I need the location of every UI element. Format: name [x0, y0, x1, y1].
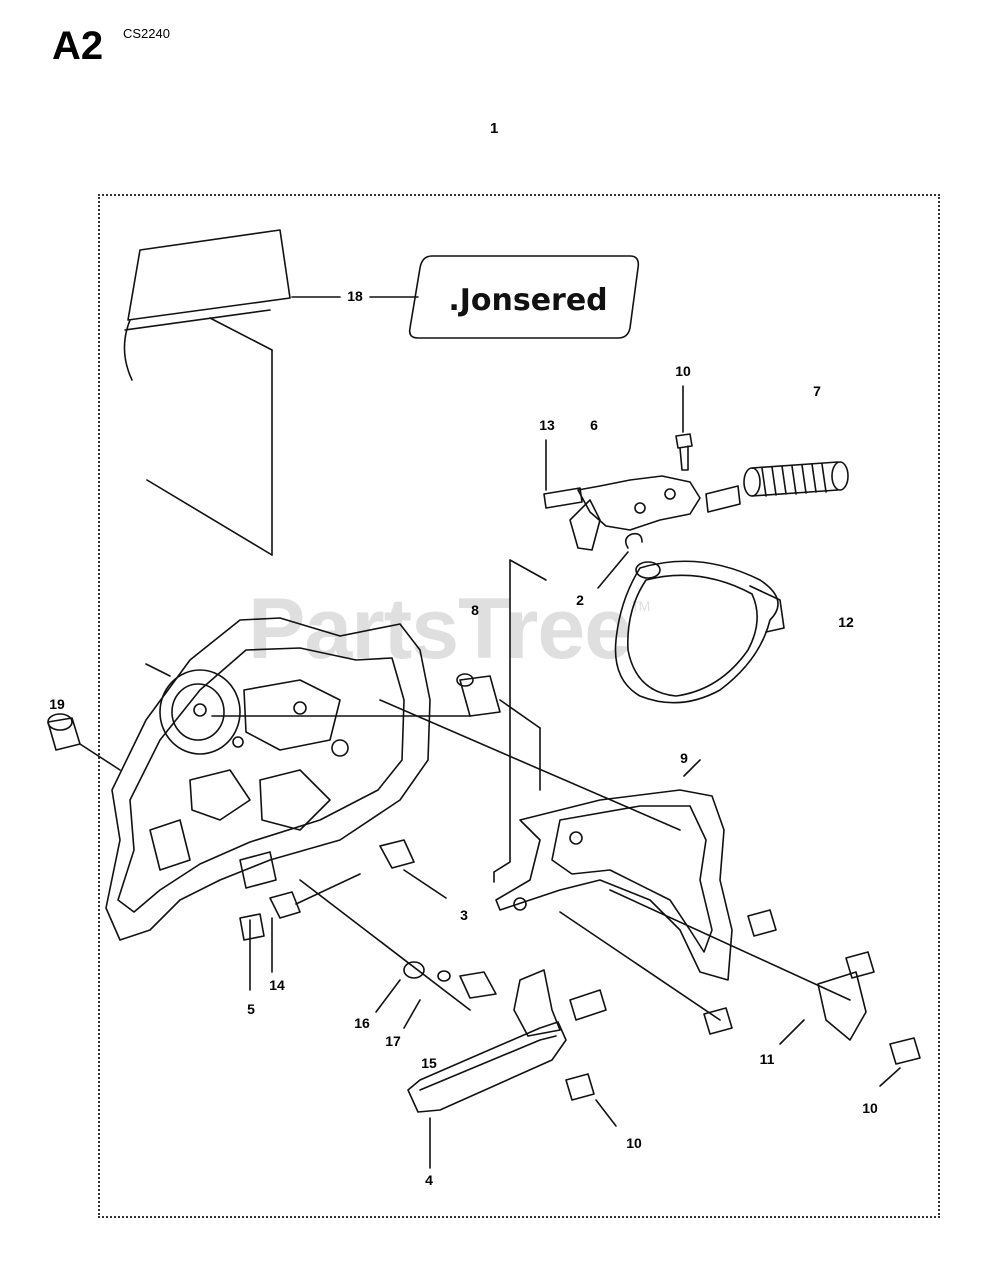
callout-18: 18 [347, 288, 363, 304]
callout-12: 12 [838, 614, 854, 630]
model-number: CS2240 [123, 26, 170, 41]
callout-3: 3 [460, 907, 468, 923]
brake-linkage [577, 475, 701, 531]
callout-10c: 10 [626, 1135, 642, 1151]
kit-frame [98, 194, 940, 1218]
callout-5: 5 [247, 1001, 255, 1017]
clutch-cover-housing [105, 617, 431, 941]
handle-pad [407, 969, 567, 1113]
brake-band [614, 560, 785, 704]
callout-9: 9 [680, 750, 688, 766]
chain-guard [495, 789, 733, 981]
sleeve [459, 675, 501, 717]
callout-11: 11 [759, 1051, 775, 1067]
brand-decal-text: .Jonsered [448, 283, 607, 318]
callout-16: 16 [354, 1015, 370, 1031]
callout-19: 19 [49, 696, 65, 712]
callout-4: 4 [425, 1172, 433, 1188]
fasteners [47, 713, 921, 1127]
watermark: PartsTreeTM [248, 581, 650, 677]
kit-callout: 1 [490, 120, 499, 137]
callout-2: 2 [576, 592, 584, 608]
decal-sheet [127, 229, 291, 321]
callout-7: 7 [813, 383, 821, 399]
callout-15: 15 [421, 1055, 437, 1071]
brand-decal [408, 255, 640, 339]
callout-8: 8 [471, 602, 479, 618]
callout-10: 10 [675, 363, 691, 379]
callout-10b: 10 [862, 1100, 878, 1116]
brake-spring [705, 461, 849, 513]
callout-6: 6 [590, 417, 598, 433]
callout-14: 14 [269, 977, 285, 993]
section-label: A2 [52, 24, 104, 68]
callout-17: 17 [385, 1033, 401, 1049]
callout-13: 13 [539, 417, 555, 433]
